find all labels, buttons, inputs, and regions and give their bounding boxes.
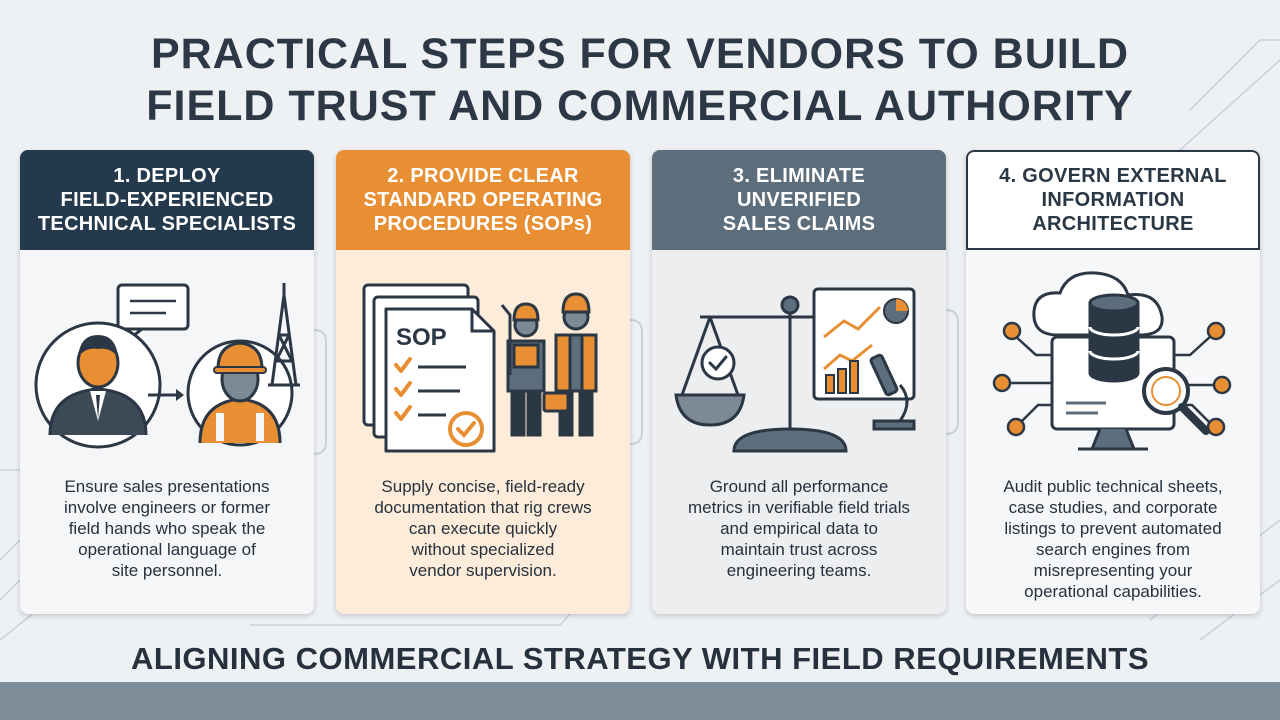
description-line: without specialized <box>411 540 555 559</box>
step-card-govern-architecture: 4. GOVERN EXTERNAL INFORMATION ARCHITECT… <box>966 150 1260 614</box>
step-card-description: Ground all performance metrics in verifi… <box>664 476 934 581</box>
description-line: metrics in verifiable field trials <box>687 498 910 517</box>
description-line: listings to prevent automated <box>1004 519 1222 538</box>
description-line: and empirical data to <box>720 519 878 538</box>
heading-line: 4. GOVERN EXTERNAL <box>999 165 1227 187</box>
description-line: Ensure sales presentations <box>64 477 270 496</box>
step-card-eliminate-claims: 3. ELIMINATE UNVERIFIED SALES CLAIMS <box>652 150 946 614</box>
step-card-description: Audit public technical sheets, case stud… <box>978 476 1248 602</box>
step-card-heading: 4. GOVERN EXTERNAL INFORMATION ARCHITECT… <box>966 150 1260 250</box>
step-card-heading: 3. ELIMINATE UNVERIFIED SALES CLAIMS <box>652 150 946 250</box>
heading-line: SALES CLAIMS <box>722 213 876 235</box>
description-line: Supply concise, field-ready <box>381 477 585 496</box>
heading-line: 3. ELIMINATE <box>732 165 866 187</box>
heading-line: STANDARD OPERATING <box>363 189 603 211</box>
heading-line: PROCEDURES (SOPs) <box>373 213 593 235</box>
heading-line: TECHNICAL SPECIALISTS <box>37 213 297 235</box>
step-card-deploy-specialists: 1. DEPLOY FIELD-EXPERIENCED TECHNICAL SP… <box>20 150 314 614</box>
cloud-database-search-icon <box>992 271 1232 451</box>
specialist-to-field-worker-icon <box>34 283 300 449</box>
description-line: documentation that rig crews <box>374 498 592 517</box>
page-title-line-1: PRACTICAL STEPS FOR VENDORS TO BUILD <box>150 30 1130 78</box>
description-line: operational language of <box>78 540 256 559</box>
description-line: operational capabilities. <box>1024 582 1202 601</box>
description-line: vendor supervision. <box>409 561 557 580</box>
description-line: Audit public technical sheets, <box>1003 477 1223 496</box>
heading-line: INFORMATION <box>1041 189 1185 211</box>
heading-line: UNVERIFIED <box>736 189 862 211</box>
step-card-provide-sops: 2. PROVIDE CLEAR STANDARD OPERATING PROC… <box>336 150 630 614</box>
sop-documents-workers-icon: SOP <box>362 283 598 453</box>
step-card-heading: 1. DEPLOY FIELD-EXPERIENCED TECHNICAL SP… <box>20 150 314 250</box>
description-line: can execute quickly <box>408 519 558 538</box>
page-title: PRACTICAL STEPS FOR VENDORS TO BUILD FIE… <box>0 28 1280 132</box>
description-line: field hands who speak the <box>68 519 266 538</box>
footer-title: ALIGNING COMMERCIAL STRATEGY WITH FIELD … <box>131 641 1149 676</box>
step-card-description: Supply concise, field-ready documentatio… <box>348 476 618 581</box>
description-line: search engines from <box>1035 540 1191 559</box>
heading-line: 2. PROVIDE CLEAR <box>387 165 579 187</box>
sop-label: SOP <box>396 324 447 351</box>
description-line: Ground all performance <box>709 477 889 496</box>
page-title-line-2: FIELD TRUST AND COMMERCIAL AUTHORITY <box>146 82 1134 130</box>
balance-scale-data-icon <box>674 287 916 453</box>
description-line: maintain trust across <box>720 540 878 559</box>
step-card-description: Ensure sales presentations involve engin… <box>32 476 302 581</box>
footer-band <box>0 682 1280 720</box>
heading-line: 1. DEPLOY <box>113 165 221 187</box>
heading-line: ARCHITECTURE <box>1032 213 1194 235</box>
description-line: case studies, and corporate <box>1008 498 1218 517</box>
step-card-heading: 2. PROVIDE CLEAR STANDARD OPERATING PROC… <box>336 150 630 250</box>
description-line: involve engineers or former <box>64 498 270 517</box>
description-line: engineering teams. <box>726 561 872 580</box>
heading-line: FIELD-EXPERIENCED <box>60 189 274 211</box>
description-line: misrepresenting your <box>1033 561 1193 580</box>
description-line: site personnel. <box>111 561 223 580</box>
